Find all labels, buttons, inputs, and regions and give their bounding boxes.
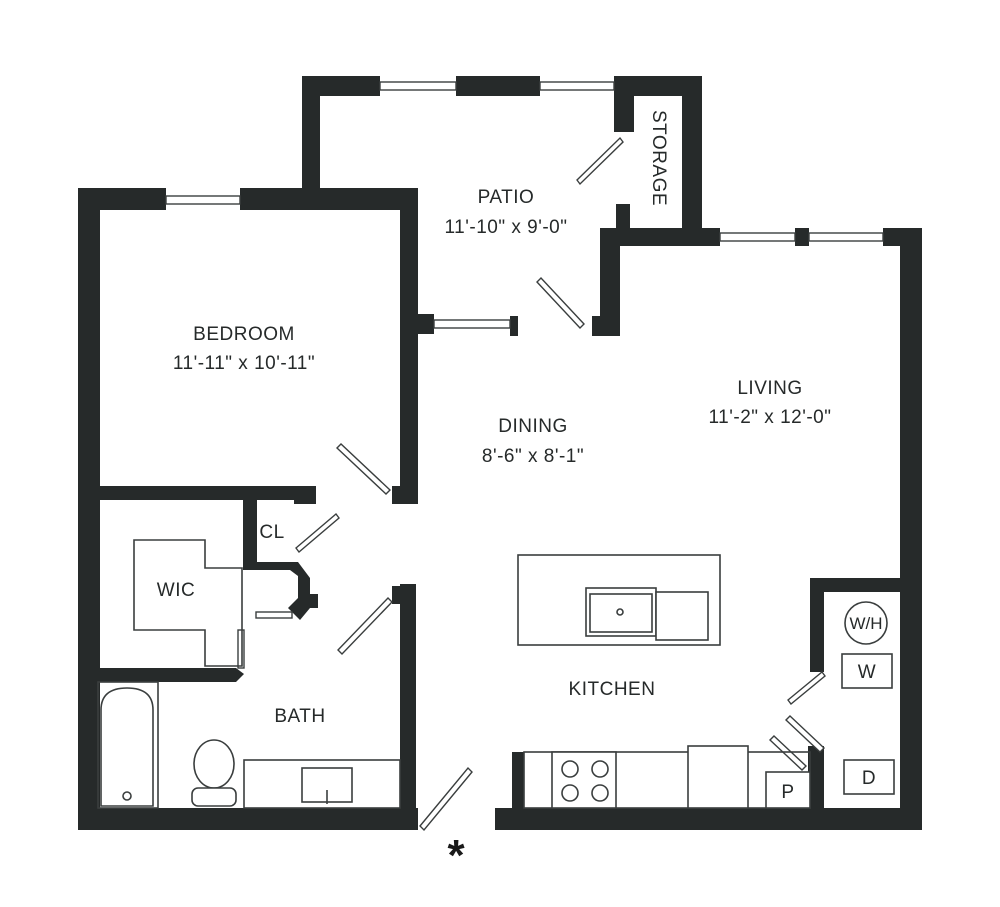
burner-icon [591,784,609,802]
burner-icon [561,784,579,802]
wall-segment [614,76,634,132]
burner-icon [591,760,609,778]
dryer [843,759,895,795]
windows [165,81,884,329]
fixtures [97,539,895,809]
washer [841,653,893,689]
wall-segment [810,578,910,592]
room-labels: PATIO 11'-10" x 9'-0" STORAGE BEDROOM 11… [157,110,883,880]
window [808,232,884,242]
wall-segment [243,562,310,620]
bedroom-door [335,443,392,495]
dishwasher [655,591,709,641]
wall-segment [78,188,100,830]
living-label: LIVING [737,378,802,399]
closet-door [295,512,340,554]
storage-label: STORAGE [648,110,669,206]
living-dims: 11'-2" x 12'-0" [709,407,832,428]
wall-segment [306,594,318,608]
wall-segment [400,584,416,830]
bedroom-dims: 11'-11" x 10'-11" [173,353,315,374]
wall-segment [512,752,524,830]
doors [237,136,826,832]
wall-segment [600,228,720,246]
water-heater-label: W/H [849,614,882,633]
patio-dims: 11'-10" x 9'-0" [445,217,568,238]
wic-door [255,611,293,619]
wall-segment [616,204,630,234]
walls [78,76,922,830]
sink-drain-icon [616,608,624,616]
wall-segment [78,486,316,500]
patio-label: PATIO [478,187,535,208]
wall-segment [243,496,257,570]
entry-door [419,766,473,832]
patio-door [536,276,585,330]
pantry-label: P [781,782,794,803]
toilet-tank [191,787,237,807]
wall-segment [600,228,620,336]
laundry-door-2 [784,715,826,753]
kitchen-label: KITCHEN [569,679,656,700]
patio-slider-window [433,319,511,329]
wall-segment [392,486,418,504]
wic-label: WIC [157,580,195,601]
entry-marker: * [447,831,465,880]
drain-icon [122,791,132,801]
wall-segment [614,76,702,96]
storage-door [576,136,624,186]
wall-segment [240,188,418,210]
wall-segment [78,808,418,830]
wall-segment [592,316,620,336]
wall-segment [795,228,809,246]
wall-segment [78,668,244,682]
wic-shelving [133,539,243,667]
bath-label: BATH [274,706,325,727]
washer-label: W [858,662,876,683]
bathtub-outline [97,681,159,809]
toilet-bowl [193,739,235,789]
window [719,232,796,242]
kitchen-sink-basin [589,593,653,633]
range [551,751,617,809]
bedroom-label: BEDROOM [193,324,295,345]
wall-segment [302,76,320,196]
wall-segment [294,486,316,504]
dining-label: DINING [498,416,568,437]
burner-icon [561,760,579,778]
water-heater [844,601,888,645]
wall-segment [456,76,540,96]
refrigerator [687,745,749,809]
wall-segment [808,746,824,830]
wall-segment [510,316,518,336]
wall-segment [400,188,418,504]
dining-dims: 8'-6" x 8'-1" [482,446,584,467]
wall-segment [400,314,434,334]
laundry-door [787,670,826,706]
wall-segment [302,76,380,96]
window [539,81,615,91]
wall-segment [392,586,416,604]
pantry-door [768,735,808,771]
wic-door-leaf [237,629,245,669]
wall-segment [810,578,824,672]
bath-door [337,597,393,655]
wall-segment [495,808,920,830]
window [379,81,457,91]
wall-segment [900,228,922,830]
pantry [765,771,811,809]
wall-segment [883,228,922,246]
closet-label: CL [259,522,284,543]
vanity-counter [243,759,401,809]
kitchen-island [517,554,721,646]
kitchen-sink [585,587,657,637]
window [165,195,241,205]
bathtub [100,687,154,807]
dryer-label: D [862,768,876,789]
wall-segment [682,76,702,246]
